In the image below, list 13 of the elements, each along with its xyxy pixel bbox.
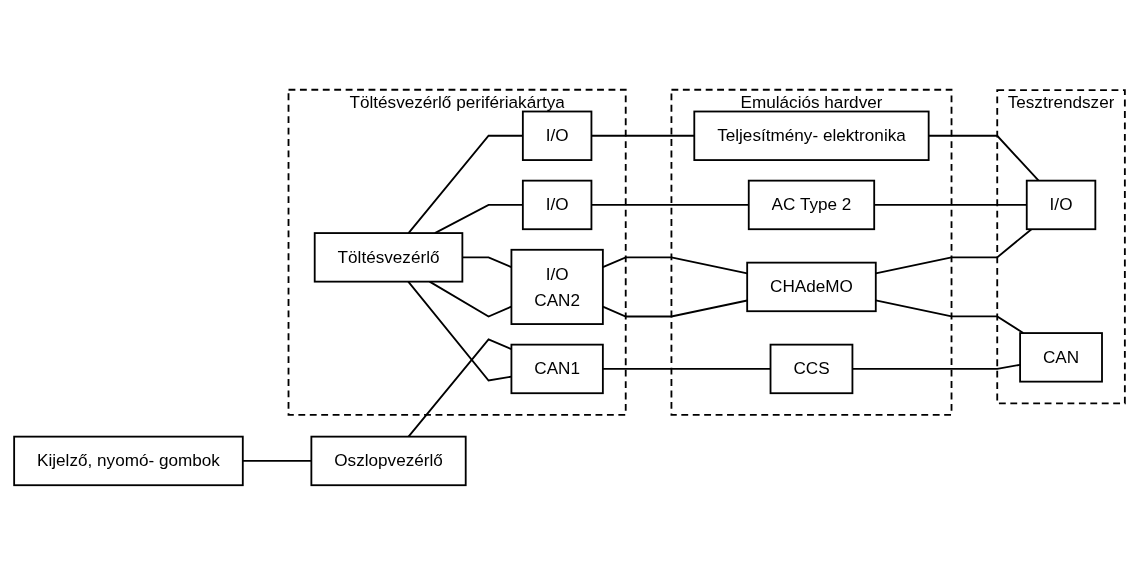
node-box: Oszlopvezérlő <box>310 435 467 487</box>
node-box: Kijelző, nyomó- gombok <box>13 435 244 487</box>
node-box: I/O <box>1025 179 1097 231</box>
node-box: I/O CAN2 <box>510 248 604 325</box>
node-box: CAN <box>1019 332 1103 383</box>
node-box: CAN1 <box>510 343 604 395</box>
node-box: Teljesítmény- elektronika <box>693 110 930 161</box>
node-box: AC Type 2 <box>747 179 876 231</box>
node-box: Töltésvezérlő <box>313 232 464 283</box>
node-box: I/O <box>521 179 593 231</box>
node-box: CCS <box>769 343 854 395</box>
node-box: I/O <box>521 110 593 161</box>
node-box: CHAdeMO <box>746 261 877 313</box>
